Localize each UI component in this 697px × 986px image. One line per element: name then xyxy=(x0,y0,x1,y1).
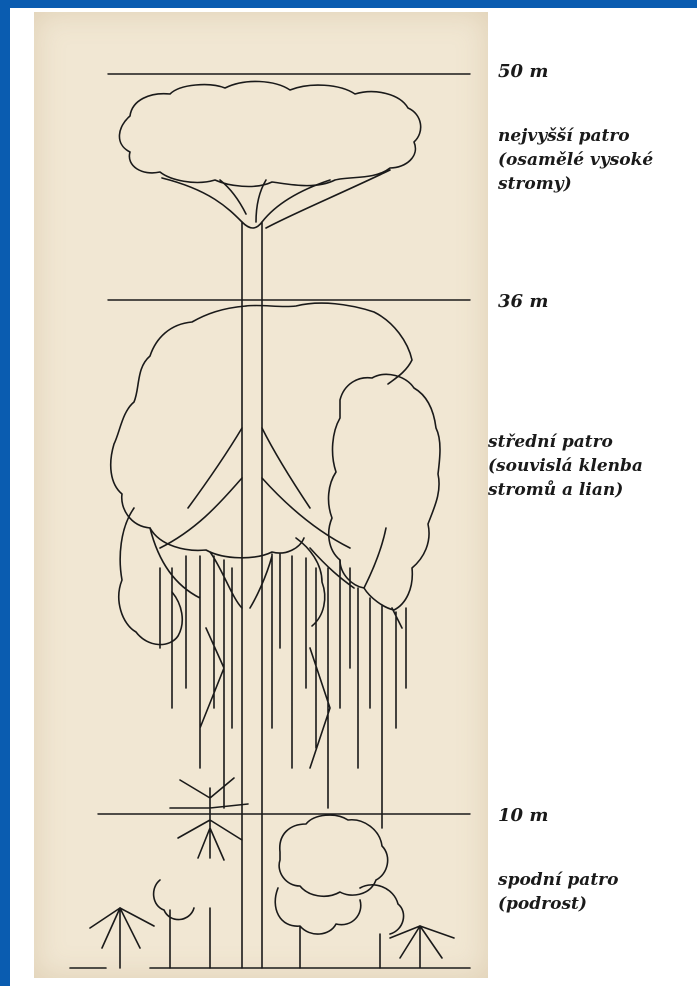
palm-plant xyxy=(170,778,248,860)
emergent-trunk xyxy=(242,222,262,968)
label-emergent-name: nejvyšší patro xyxy=(498,124,630,148)
label-canopy-name: střední patro xyxy=(488,430,613,454)
canopy-crown-left xyxy=(111,306,304,558)
ground-ferns xyxy=(70,908,470,968)
emergent-branches xyxy=(162,170,390,228)
lianas xyxy=(150,528,406,828)
label-understory-desc1: (podrost) xyxy=(498,892,587,916)
label-height-50m: 50 m xyxy=(498,60,548,84)
label-height-10m: 10 m xyxy=(498,804,548,828)
understory-bushes xyxy=(154,880,404,968)
canopy-branches xyxy=(160,428,350,548)
label-height-36m: 36 m xyxy=(498,290,548,314)
emergent-crown xyxy=(119,81,420,186)
label-emergent-desc2: stromy) xyxy=(498,172,572,196)
label-canopy-desc2: stromů a lian) xyxy=(488,478,623,502)
center-hanging-crown xyxy=(296,538,325,626)
canopy-crown-right xyxy=(329,374,440,610)
label-canopy-desc1: (souvislá klenba xyxy=(488,454,643,478)
label-understory-name: spodní patro xyxy=(498,868,618,892)
label-emergent-desc1: (osamělé vysoké xyxy=(498,148,653,172)
white-frame: 50 m nejvyšší patro (osamělé vysoké stro… xyxy=(10,8,697,986)
canopy-crown-center xyxy=(246,303,412,384)
